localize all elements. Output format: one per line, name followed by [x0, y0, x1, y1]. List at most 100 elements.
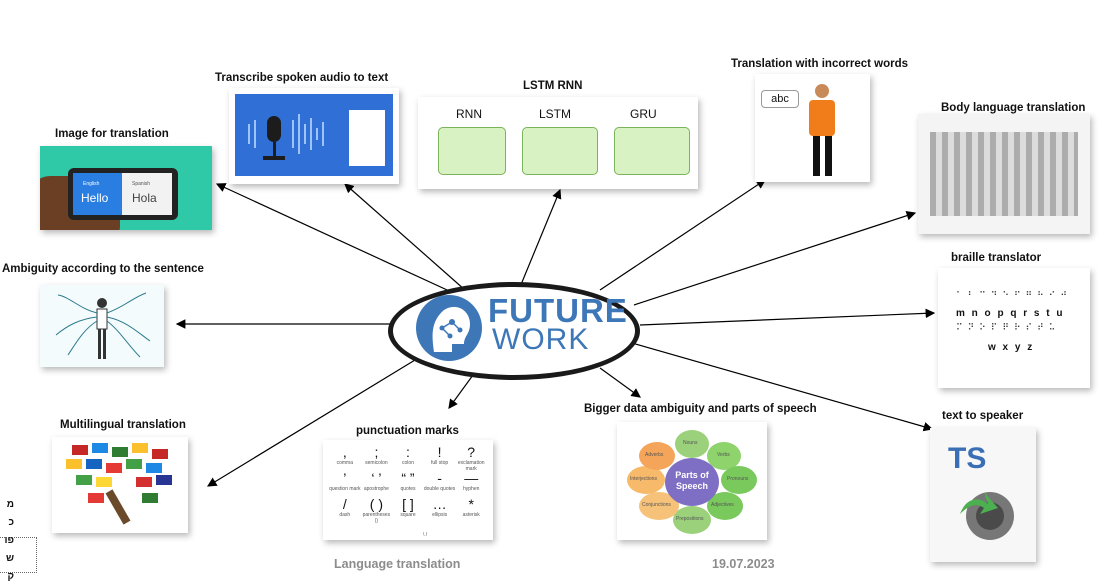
document-icon: [349, 110, 385, 166]
punct-symbol: ( ): [369, 496, 383, 512]
arrow-to-punctuation: [448, 374, 474, 409]
ambiguity-picture: [40, 285, 164, 367]
parts-of-speech-picture: Nouns Verbs Pronouns Adjectives Preposit…: [617, 422, 767, 540]
punct-name: quotes: [400, 486, 416, 492]
rnn-cell: [438, 127, 506, 175]
punct-symbol: ;: [374, 444, 379, 460]
punct-symbol: :: [406, 444, 410, 460]
petal-label: Adjectives: [711, 502, 734, 508]
arrow-to-braille: [639, 308, 936, 326]
punct-symbol: -: [437, 470, 442, 486]
incorrect-words-picture: abc: [755, 74, 870, 182]
punct-symbol: —: [464, 470, 479, 486]
rnn-label: RNN: [456, 107, 482, 121]
punct-symbol: ‘ ’: [371, 470, 382, 486]
person-arrows-icon: [55, 292, 151, 359]
punct-name: colon: [402, 460, 414, 466]
punct-name: comma: [336, 460, 353, 466]
petal-label: Pronouns: [727, 476, 749, 482]
braille-picture: ⠁⠃⠉⠙⠑⠋⠛⠓⠊⠚ m n o p q r s t u ⠍⠝⠕⠏⠟⠗⠎⠞⠥ w…: [938, 268, 1090, 388]
punct-symbol: /: [342, 496, 347, 512]
punct-symbol: ?: [467, 444, 476, 460]
person-shirt: [809, 100, 835, 136]
abc-bubble: abc: [761, 90, 799, 108]
label-bigger-data: Bigger data ambiguity and parts of speec…: [584, 403, 817, 415]
petal-label: Adverbs: [645, 452, 664, 458]
petal-label: Nouns: [683, 440, 698, 446]
text-to-speech-picture: TS: [930, 428, 1036, 562]
label-image-translation: Image for translation: [55, 128, 169, 140]
dotted-frame: [0, 537, 37, 573]
punct-name: ellipsis: [432, 512, 448, 518]
hebrew-side-text: מ כ פו ש ק: [4, 499, 14, 582]
punct-name: hyphen: [462, 486, 480, 492]
phone-spanish-label: Spanish: [132, 181, 151, 187]
punct-symbol: ’: [343, 470, 347, 486]
punct-symbol: “ ”: [401, 470, 415, 486]
label-body-language: Body language translation: [941, 102, 1086, 114]
gru-label: GRU: [630, 107, 657, 121]
hub-subtitle: WORK: [492, 323, 590, 356]
punct-name: semicolon: [365, 460, 388, 466]
punct-name: square: [400, 512, 416, 518]
arrow-to-bigger-data: [599, 367, 641, 398]
arrow-to-body-language: [633, 211, 917, 306]
petal-label: Verbs: [717, 452, 730, 458]
body-language-picture: [918, 114, 1090, 234]
phone-english-label: English: [83, 181, 100, 187]
arrow-to-image-translation: [215, 183, 459, 296]
petal-label: Conjunctions: [642, 502, 671, 508]
label-text-to-speaker: text to speaker: [942, 410, 1024, 422]
label-multilingual: Multilingual translation: [60, 419, 186, 431]
transcribe-picture: [229, 88, 399, 184]
lstm-diagram-picture: RNN LSTM GRU: [418, 97, 698, 189]
arrow-to-text-to-speaker: [631, 342, 934, 432]
label-lstm: LSTM RNN: [523, 80, 583, 92]
microphone-icon: [248, 114, 324, 160]
label-incorrect-words: Translation with incorrect words: [731, 58, 909, 70]
punct-name: dash: [339, 512, 351, 518]
label-transcribe: Transcribe spoken audio to text: [215, 72, 389, 84]
petal-label: Interjections: [630, 476, 657, 482]
punct-name: exclamation mark: [457, 460, 485, 472]
parts-of-speech-center: Parts of Speech: [665, 458, 719, 506]
braille-row3: w x y z: [988, 342, 1035, 353]
punct-symbol: …: [432, 496, 447, 512]
gru-cell: [614, 127, 690, 175]
braille-row2: m n o p q r s t u: [956, 308, 1065, 319]
arrow-to-multilingual: [206, 359, 416, 487]
petal-label: Prepositions: [676, 516, 704, 522]
braille-dots-row2: ⠍⠝⠕⠏⠟⠗⠎⠞⠥: [956, 322, 1061, 332]
punctuation-picture: , ; : ! ? comma semicolon colon full sto…: [323, 440, 493, 540]
punct-name: full stop: [430, 460, 449, 466]
arrow-to-incorrect-words: [599, 179, 766, 291]
hub-title: FUTURE: [488, 292, 628, 329]
phone-hola: Hola: [132, 191, 157, 205]
phone-hello: Hello: [81, 191, 109, 205]
punct-name: parentheses (): [362, 512, 391, 524]
punct-name-extra: \ /: [423, 532, 428, 538]
braille-dots-row1: ⠁⠃⠉⠙⠑⠋⠛⠓⠊⠚: [956, 290, 1072, 300]
punct-symbol: *: [468, 496, 474, 512]
label-braille: braille translator: [951, 252, 1042, 264]
brain-circuit-icon: [416, 295, 482, 361]
multilingual-flags-picture: [52, 437, 188, 533]
punctuation-grid: , ; : ! ? comma semicolon colon full sto…: [329, 444, 487, 524]
ts-logo: TS: [948, 442, 987, 475]
punct-name: question mark: [329, 486, 361, 492]
flags-tree-icon: [66, 443, 172, 525]
footer-date: 19.07.2023: [712, 557, 775, 571]
label-ambiguity: Ambiguity according to the sentence: [2, 263, 204, 275]
punct-name: apostrophe: [363, 486, 389, 492]
label-punctuation: punctuation marks: [356, 425, 459, 437]
arrow-to-transcribe: [344, 183, 466, 291]
punct-name: asterisk: [462, 512, 480, 518]
footer-title: Language translation: [334, 557, 461, 571]
arrow-to-lstm: [519, 188, 562, 288]
punct-symbol: [ ]: [402, 496, 414, 512]
image-translation-picture: English Hello Spanish Hola: [40, 146, 212, 230]
sign-language-hands-image: [930, 132, 1078, 216]
speech-center-label: Parts of Speech: [675, 470, 709, 491]
phone-icon: English Hello Spanish Hola: [68, 168, 178, 220]
